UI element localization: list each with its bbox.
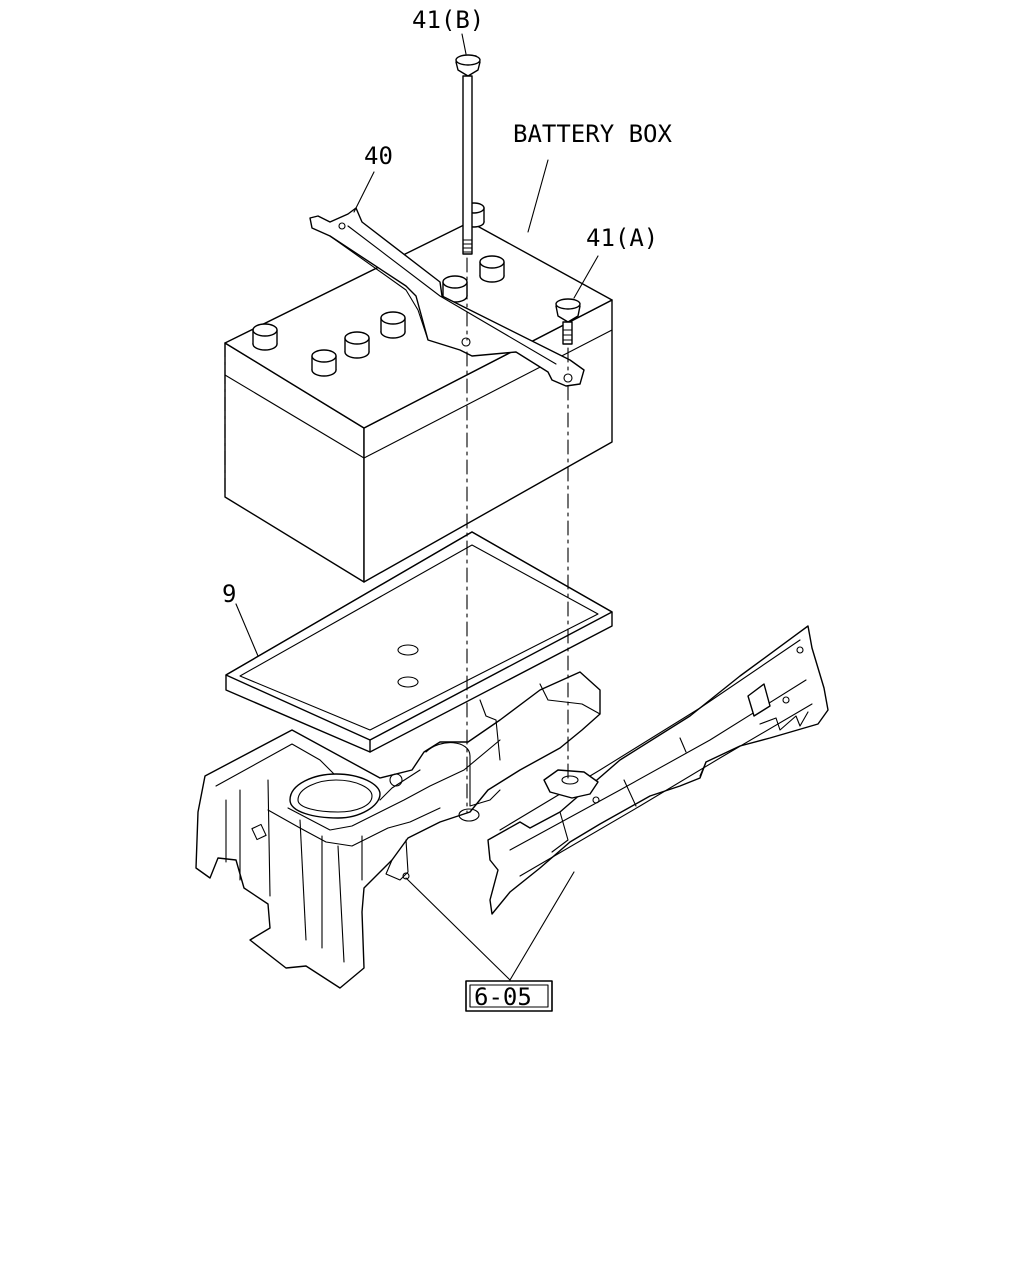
label-6-05: 6-05 <box>474 983 532 1011</box>
battery <box>224 202 613 583</box>
label-40: 40 <box>364 142 393 170</box>
hold-down-bracket <box>309 207 585 387</box>
battery-terminals <box>252 202 505 377</box>
label-9: 9 <box>222 580 236 608</box>
battery-tray <box>225 531 613 753</box>
bolt-41b <box>455 54 481 255</box>
alignment-lines <box>466 257 569 813</box>
bolt-41a <box>555 298 581 345</box>
leader-lines <box>235 33 599 981</box>
floor-panel <box>195 671 601 989</box>
label-41b: 41(B) <box>412 6 484 34</box>
label-battery-box: BATTERY BOX <box>513 120 672 148</box>
label-41a: 41(A) <box>586 224 658 252</box>
side-rail <box>487 625 829 915</box>
reference-box: 6-05 <box>465 980 553 1012</box>
